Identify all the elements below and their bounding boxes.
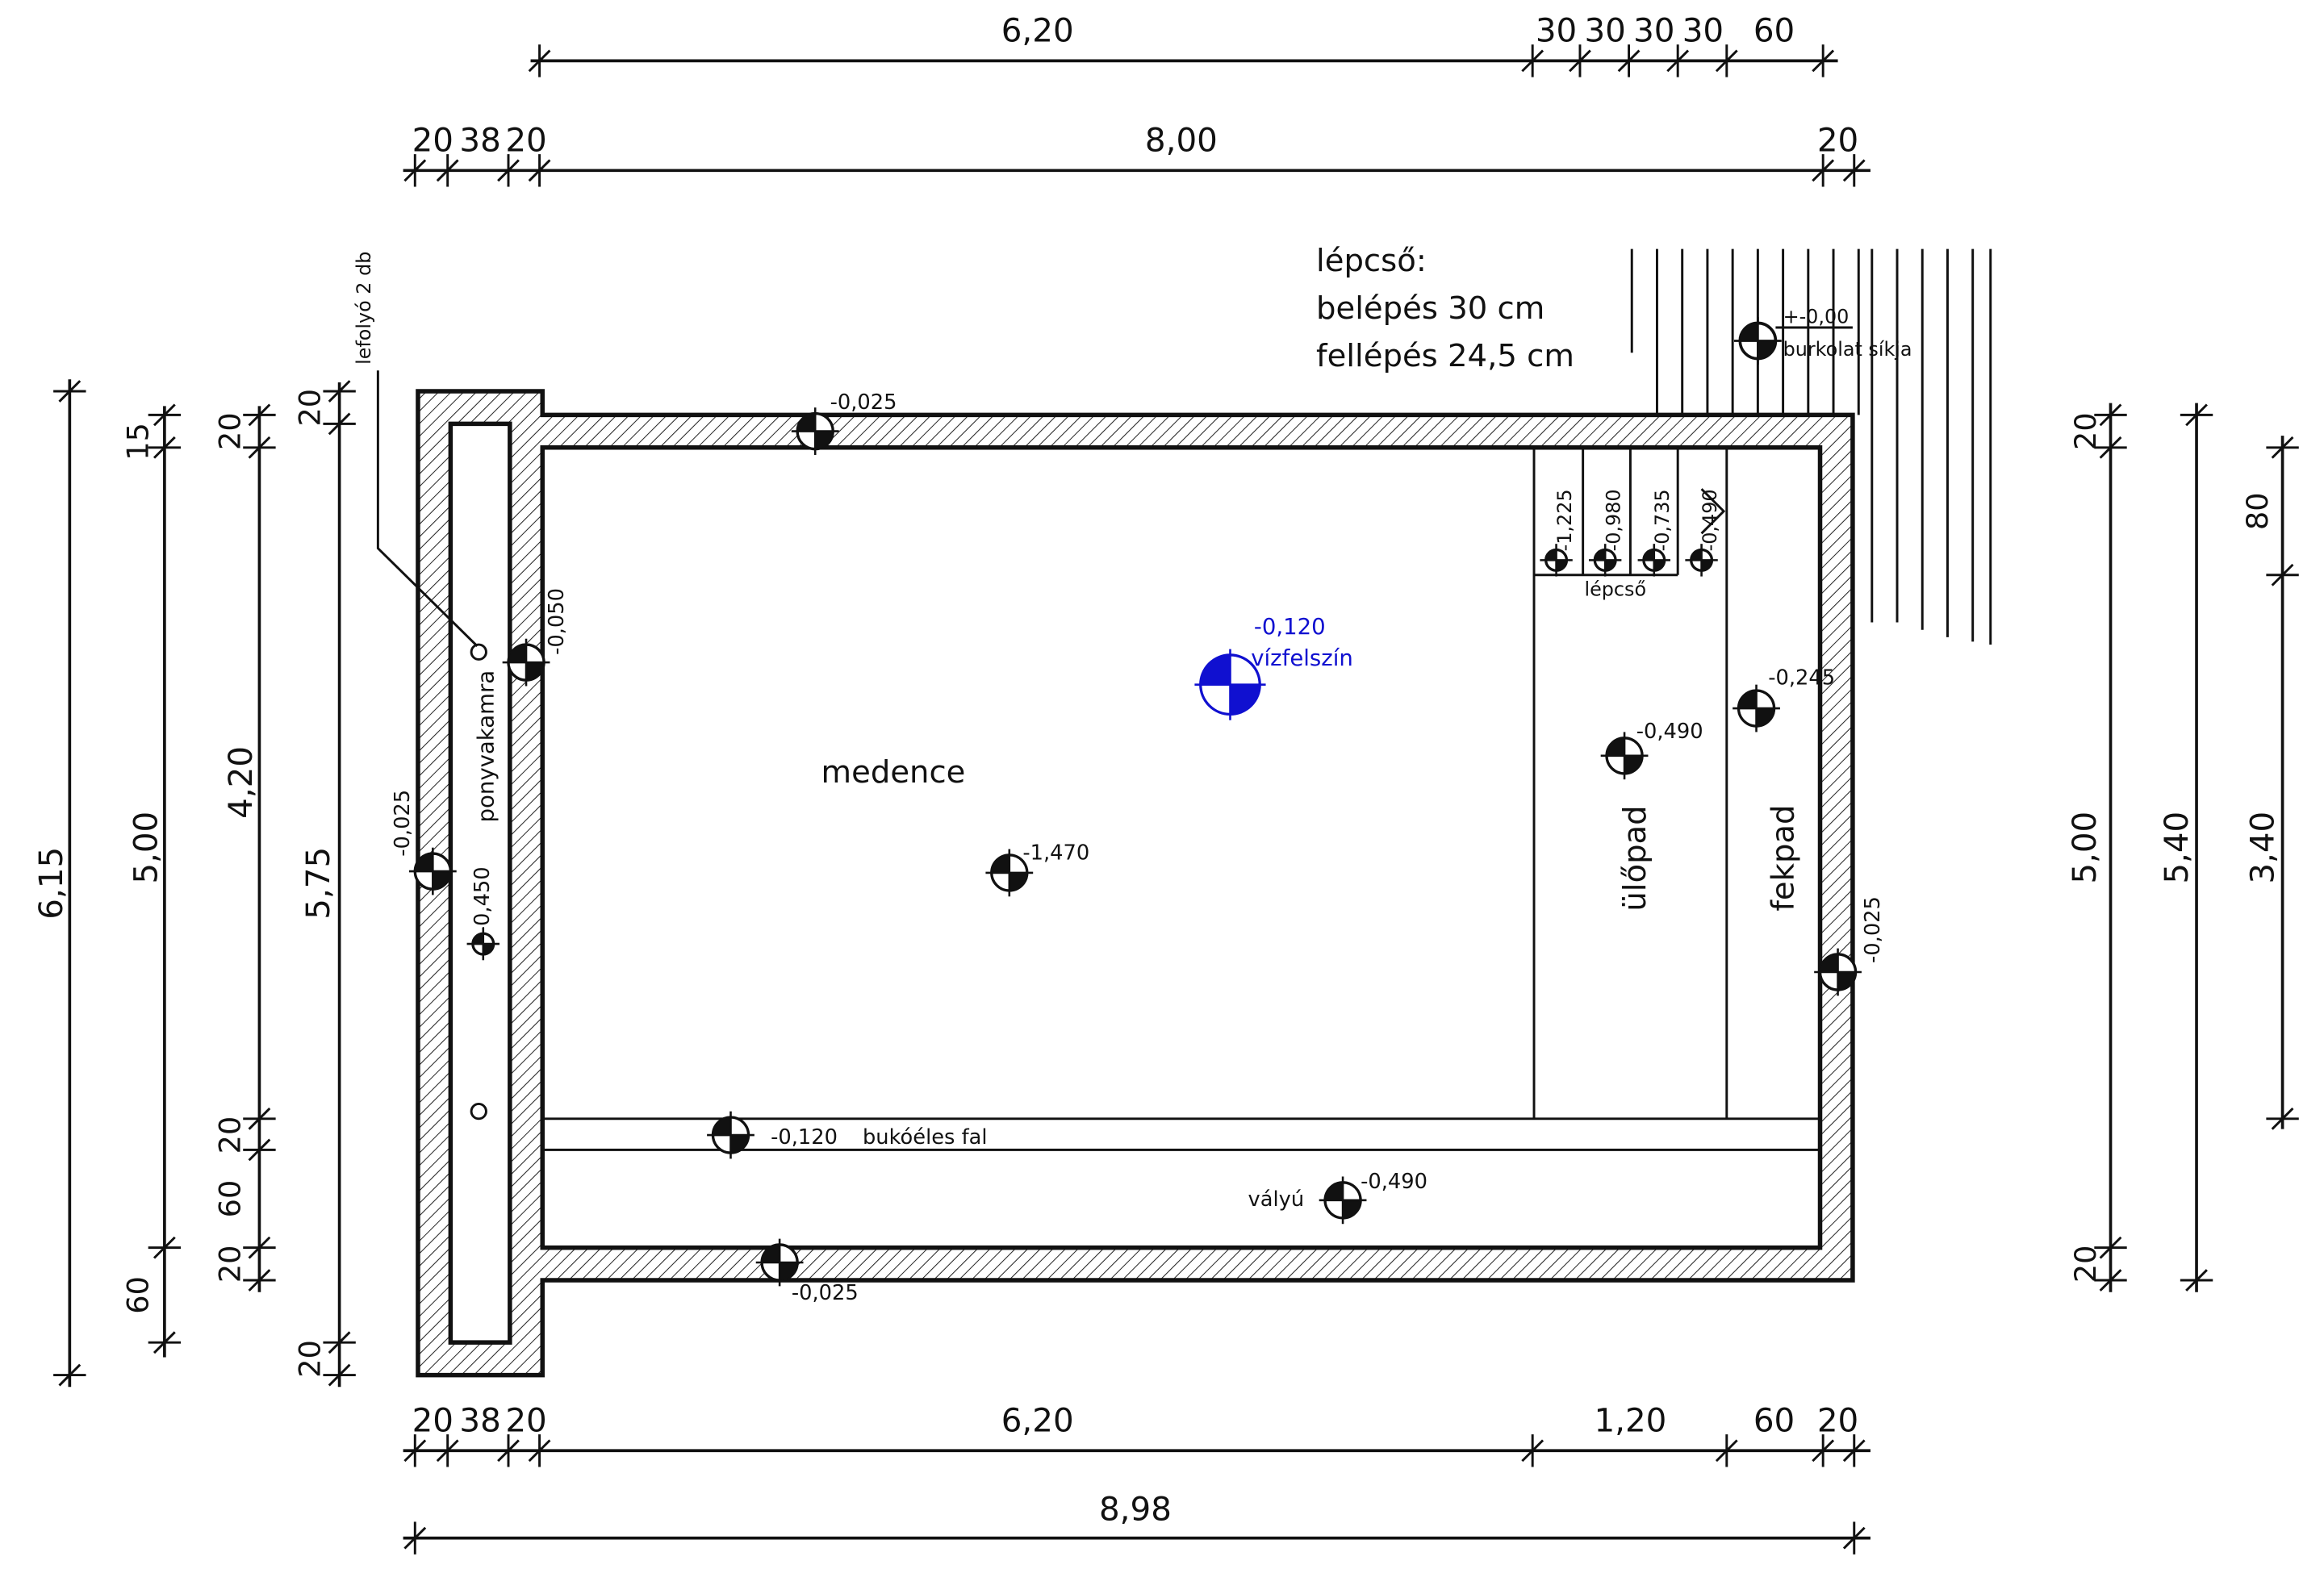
tarp-chamber-label: ponyvakamra [474, 670, 499, 823]
right-dim-20b: 20 [2068, 1245, 2103, 1283]
top2-dim-20b: 20 [505, 120, 546, 159]
left-dim-col4-20b: 20 [293, 1340, 328, 1378]
stair-note-step-up: fellépés 24,5 cm [1316, 338, 1574, 374]
level-bottom-wall-value: -0,025 [792, 1281, 859, 1305]
level-chamber-wall: -0,050 [502, 588, 569, 686]
top2-dim-20a: 20 [412, 120, 454, 159]
left-dim-col3-20c: 20 [213, 1245, 248, 1283]
bottom-dim-120: 1,20 [1594, 1400, 1666, 1439]
seat-bench-label: ülőpad [1617, 805, 1653, 911]
top-dimension-row-1: 6,20 30 30 30 30 60 [528, 11, 1838, 77]
level-markers: -0,025 -0,050 -0,025 -0,450 -1,470 -0,120 vízf… [391, 390, 1885, 1305]
left-dim-420: 4,20 [221, 746, 260, 819]
left-dim-15: 15 [121, 423, 156, 461]
level-stair-step-4: -0,490 [1685, 489, 1721, 577]
top2-dim-20c: 20 [1817, 120, 1858, 159]
stair-note: lépcső: belépés 30 cm fellépés 24,5 cm [1316, 243, 1574, 374]
bottom-total-898: 8,98 [1099, 1490, 1172, 1529]
bottom-dim-620: 6,20 [1001, 1400, 1074, 1439]
left-dim-575: 5,75 [299, 847, 337, 920]
left-dim-615: 6,15 [31, 847, 70, 920]
top-dim-620: 6,20 [1001, 11, 1074, 50]
level-chamber-wall-value: -0,050 [545, 588, 569, 655]
left-dim-60: 60 [121, 1276, 156, 1314]
interior-lines [376, 370, 1820, 1151]
right-dim-500: 5,00 [2065, 812, 2104, 884]
level-seat-bench-value: -0,490 [1636, 720, 1703, 744]
left-dim-500: 5,00 [127, 812, 165, 884]
level-stair-step-1: -1,225 [1540, 489, 1576, 577]
stair-note-title: lépcső: [1316, 243, 1427, 279]
right-dim-340: 3,40 [2243, 812, 2282, 884]
zero-level-desc: burkolat síkja [1783, 338, 1912, 361]
stair-note-step-in: belépés 30 cm [1316, 290, 1544, 327]
zero-level-value: +-0,00 [1783, 306, 1850, 328]
left-dimensions: 6,15 15 5,00 60 20 4,20 20 60 20 [31, 379, 356, 1388]
level-stair-step-2: -0,980 [1588, 489, 1625, 577]
top-dim-30d: 30 [1682, 11, 1724, 50]
level-left-wall: -0,025 [391, 790, 457, 895]
pool-walls [416, 389, 1855, 1378]
right-dim-540: 5,40 [2157, 812, 2196, 884]
bottom-dim-38: 38 [459, 1400, 500, 1439]
left-dim-col3-60: 60 [213, 1180, 248, 1218]
level-top-wall: -0,025 [791, 390, 897, 455]
level-right-wall: -0,025 [1814, 896, 1885, 996]
left-dim-col3-20b: 20 [213, 1116, 248, 1154]
weir-wall-label: bukóéles fal [863, 1125, 988, 1150]
level-stair-step-3: -0,735 [1637, 489, 1674, 577]
level-left-wall-value: -0,025 [391, 790, 415, 857]
top-dim-60: 60 [1753, 11, 1795, 50]
level-weir: -0,120 [707, 1111, 838, 1159]
bottom-dim-20a: 20 [412, 1400, 454, 1439]
top-dim-30b: 30 [1584, 11, 1625, 50]
right-dim-80: 80 [2240, 492, 2275, 530]
bottom-dimension-row: 20 38 20 6,20 1,20 60 20 [403, 1400, 1870, 1467]
zero-level-marker: +-0,00 burkolat síkja [1733, 306, 1912, 365]
level-water: -0,120 vízfelszín [1194, 614, 1353, 720]
top-dim-30c: 30 [1633, 11, 1674, 50]
level-pool-floor: -1,470 [985, 841, 1089, 897]
level-water-value: -0,120 [1254, 614, 1326, 640]
level-water-desc: vízfelszín [1251, 645, 1353, 671]
top-dim-30a: 30 [1536, 11, 1577, 50]
level-seat-bench: -0,490 [1600, 720, 1703, 780]
level-lounge-bench: -0,245 [1733, 666, 1835, 732]
left-dim-col3-20a: 20 [213, 412, 248, 450]
overflow-note: lefolyó 2 db [353, 252, 375, 365]
level-chamber-floor-value: -0,450 [470, 866, 495, 933]
level-stair-step-1-value: -1,225 [1553, 489, 1576, 551]
level-top-wall-value: -0,025 [830, 390, 897, 415]
top2-dim-800: 8,00 [1145, 120, 1218, 159]
level-lounge-bench-value: -0,245 [1768, 666, 1835, 691]
bottom-dim-20c: 20 [1817, 1400, 1858, 1439]
bottom-dim-60: 60 [1753, 1400, 1795, 1439]
level-stair-step-3-value: -0,735 [1651, 489, 1674, 551]
top-dimension-row-2: 20 38 20 8,00 20 [403, 120, 1870, 187]
trough-label: vályú [1248, 1187, 1305, 1212]
level-trough: -0,490 [1319, 1170, 1427, 1225]
bottom-total-dimension: 8,98 [403, 1490, 1870, 1555]
top2-dim-38: 38 [459, 120, 500, 159]
right-dimensions: 20 5,00 20 5,40 80 3,40 [2065, 403, 2299, 1292]
level-chamber-floor: -0,450 [466, 866, 499, 961]
lounge-bench-label: fekpad [1765, 804, 1801, 911]
level-stair-step-2-value: -0,980 [1603, 489, 1625, 551]
stairs-label: lépcső [1584, 578, 1646, 600]
level-trough-value: -0,490 [1361, 1170, 1427, 1194]
bottom-dim-20b: 20 [505, 1400, 546, 1439]
pool-label: medence [821, 754, 966, 791]
level-right-wall-value: -0,025 [1861, 896, 1885, 963]
level-weir-value: -0,120 [771, 1125, 838, 1150]
level-pool-floor-value: -1,470 [1022, 841, 1089, 865]
left-dim-col4-20a: 20 [293, 389, 328, 427]
right-dim-20a: 20 [2068, 412, 2103, 450]
level-bottom-wall: -0,025 [755, 1238, 859, 1305]
level-stair-step-4-value: -0,490 [1699, 489, 1721, 551]
